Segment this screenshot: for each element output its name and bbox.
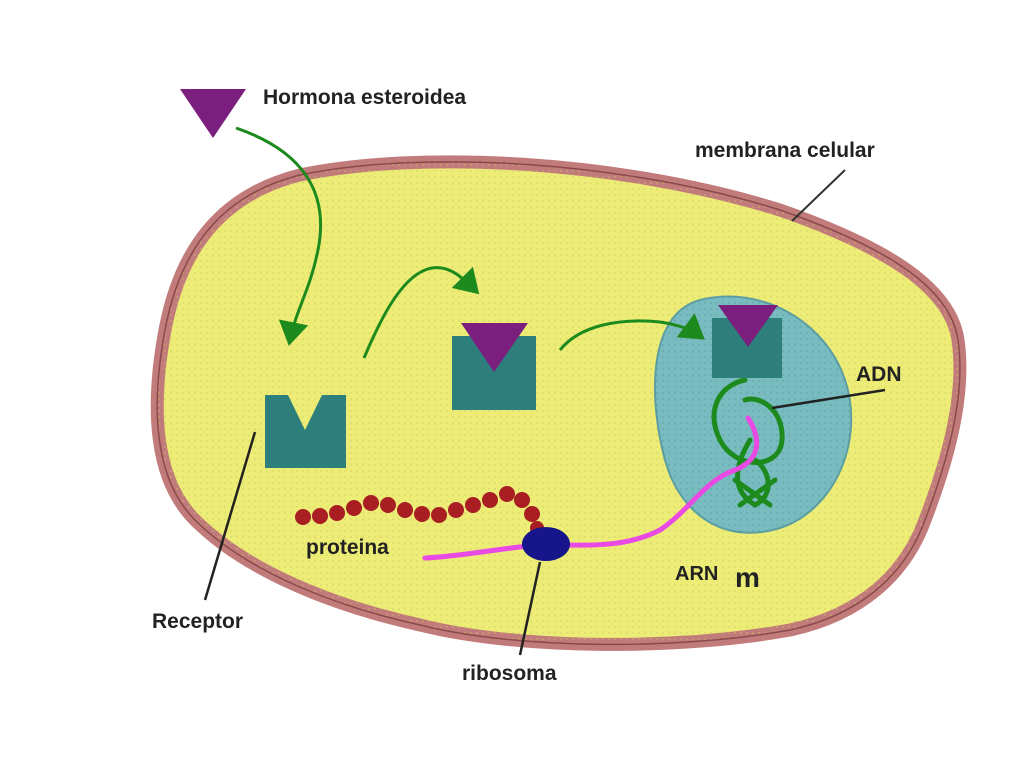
leader-dna [771, 388, 886, 410]
hormone-bound-cytoplasm [461, 323, 528, 372]
receptor-empty [265, 395, 346, 468]
mrna-strand [422, 415, 760, 561]
leader-ribosome [518, 561, 542, 656]
nucleus-texture [654, 296, 852, 533]
arrow-hormone-to-receptor [235, 126, 323, 346]
label-dna: ADN [856, 363, 902, 386]
label-membrane: membrana celular [695, 139, 875, 162]
label-protein: proteina [306, 536, 389, 559]
cell-membrane-inner-line [156, 161, 961, 646]
label-ribosome: ribosoma [462, 662, 557, 685]
protein-chain [295, 486, 544, 535]
label-mrna-sub: m [735, 562, 760, 593]
arrow-receptor-to-complex [362, 266, 480, 359]
leader-membrane [791, 169, 846, 222]
label-mrna: ARN [675, 563, 718, 585]
label-hormone: Hormona esteroidea [263, 86, 466, 109]
leader-receptor [203, 431, 257, 601]
steroid-hormone-triangle [180, 89, 246, 138]
arrow-complex-to-nucleus [558, 313, 705, 351]
label-receptor: Receptor [152, 610, 243, 633]
dna-strand [711, 377, 785, 508]
ribosome [522, 527, 570, 561]
hormone-bound-nucleus [718, 305, 778, 347]
